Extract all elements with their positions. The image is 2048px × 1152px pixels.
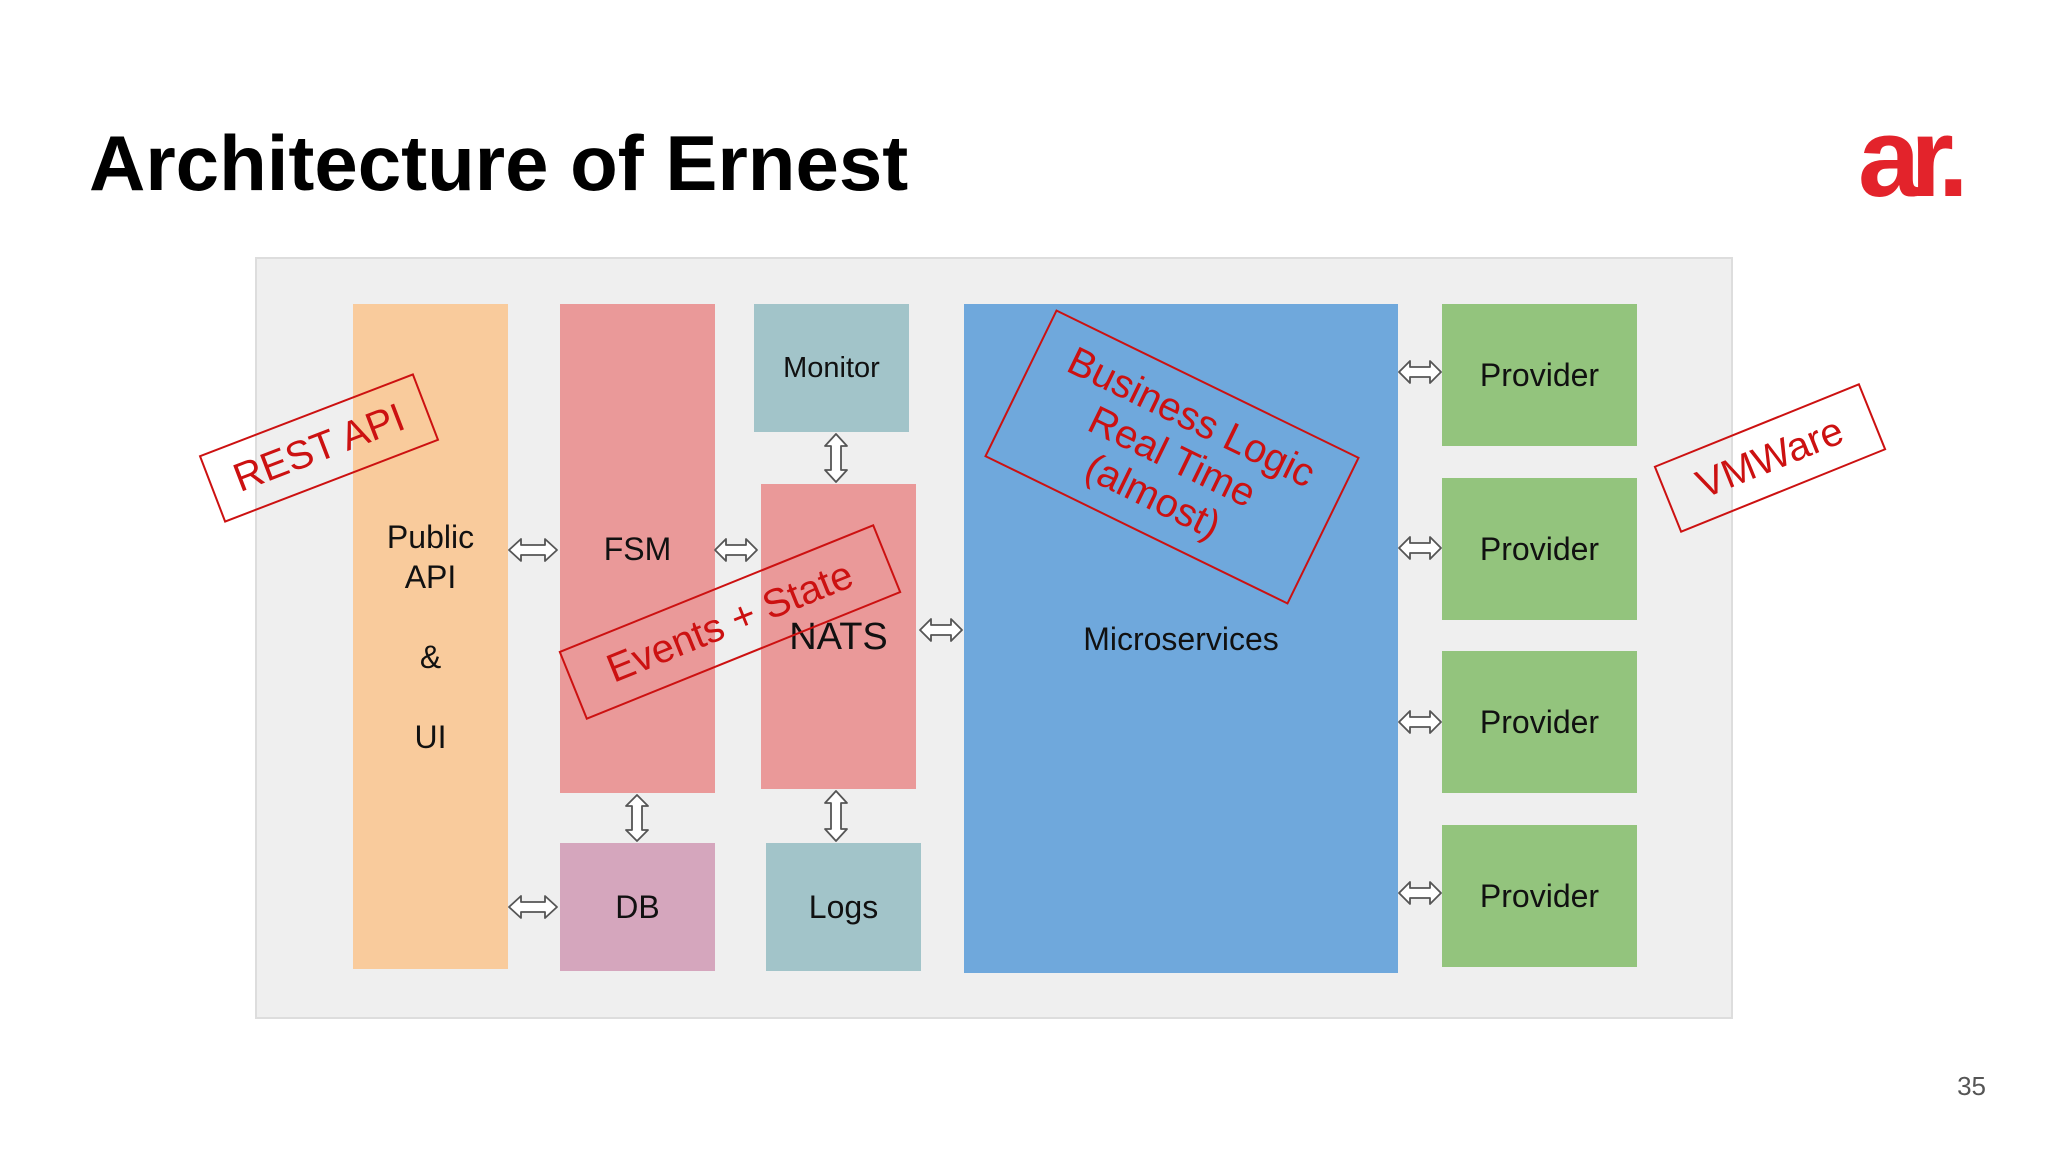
provider-block-4: Provider	[1442, 825, 1637, 967]
slide-title: Architecture of Ernest	[89, 119, 909, 207]
provider-block-2: Provider	[1442, 478, 1637, 620]
api-fsm-arrow	[508, 538, 558, 562]
public-api-ui-block: Public API & UI	[353, 304, 508, 969]
microservices-block: Microservices	[964, 304, 1398, 973]
public-api-label-line1: Public	[386, 518, 475, 555]
nats-label: NATS	[789, 615, 888, 658]
logs-block: Logs	[766, 843, 921, 971]
provider-block-1: Provider	[1442, 304, 1637, 446]
fsm-nats-arrow	[714, 538, 758, 562]
architecture-diagram: Public API & UI FSM DB Monitor NATS Logs…	[255, 257, 1733, 1019]
fsm-db-arrow	[625, 794, 649, 842]
monitor-nats-arrow	[824, 433, 848, 483]
nats-microservices-arrow	[919, 618, 963, 642]
fsm-label: FSM	[603, 530, 672, 567]
public-api-label-line2: API	[404, 558, 457, 595]
microservices-provider-arrow-3	[1398, 710, 1442, 734]
nats-logs-arrow	[824, 790, 848, 842]
db-label: DB	[615, 889, 660, 925]
microservices-provider-arrow-2	[1398, 536, 1442, 560]
api-db-arrow	[508, 895, 558, 919]
db-block: DB	[560, 843, 715, 971]
provider-label-4: Provider	[1479, 878, 1600, 914]
nats-block: NATS	[761, 484, 916, 789]
provider-label-1: Provider	[1479, 357, 1600, 393]
monitor-label: Monitor	[783, 352, 880, 384]
public-api-label-line4: UI	[414, 718, 447, 755]
ernest-logo: ar.	[1858, 118, 1972, 210]
public-api-label-line3: &	[419, 638, 442, 675]
fsm-block: FSM	[560, 304, 715, 793]
microservices-provider-arrow-4	[1398, 881, 1442, 905]
logs-label: Logs	[808, 889, 879, 925]
page-number: 35	[1957, 1071, 1986, 1101]
provider-label-2: Provider	[1479, 531, 1600, 567]
monitor-block: Monitor	[754, 304, 909, 432]
provider-label-3: Provider	[1479, 704, 1600, 740]
microservices-provider-arrow-1	[1398, 360, 1442, 384]
provider-block-3: Provider	[1442, 651, 1637, 793]
microservices-label: Microservices	[1083, 620, 1279, 657]
logo-text: ar.	[1858, 118, 1962, 210]
